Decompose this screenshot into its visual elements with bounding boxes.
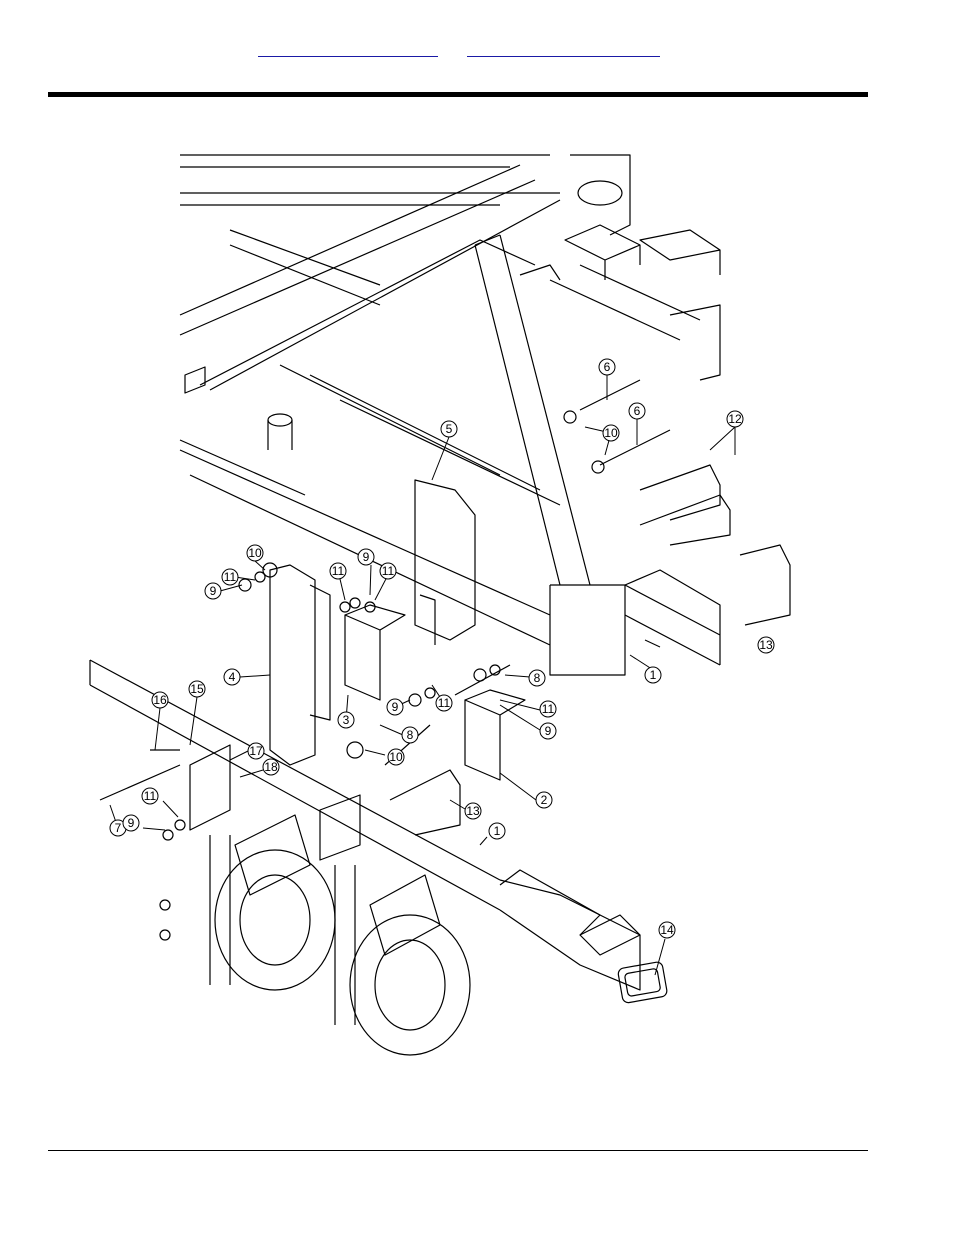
svg-text:10: 10 xyxy=(604,426,618,440)
header-link-1[interactable] xyxy=(258,44,438,57)
callout-13-upper: 13 xyxy=(758,637,774,653)
svg-text:9: 9 xyxy=(363,550,370,564)
svg-text:9: 9 xyxy=(392,700,399,714)
callout-12: 12 xyxy=(727,411,743,427)
callout-16: 16 xyxy=(152,692,168,708)
svg-text:6: 6 xyxy=(634,404,641,418)
svg-text:3: 3 xyxy=(343,713,350,727)
svg-text:2: 2 xyxy=(541,793,548,807)
callout-8-left: 8 xyxy=(402,727,418,743)
footer-rule xyxy=(48,1150,868,1151)
callout-11-center: 11 xyxy=(436,695,452,711)
callout-15: 15 xyxy=(189,681,205,697)
svg-text:8: 8 xyxy=(534,671,541,685)
svg-text:15: 15 xyxy=(190,682,204,696)
callout-13-lower: 13 xyxy=(465,803,481,819)
svg-text:11: 11 xyxy=(224,570,237,584)
callout-10-left: 10 xyxy=(247,545,263,561)
callout-9-left: 9 xyxy=(205,583,221,599)
svg-text:8: 8 xyxy=(407,728,414,742)
callout-11-lower-left: 11 xyxy=(142,788,158,804)
callout-10-lower: 10 xyxy=(388,749,404,765)
callout-17: 17 xyxy=(248,743,264,759)
callout-6-upper: 6 xyxy=(599,359,615,375)
svg-text:4: 4 xyxy=(229,670,236,684)
callout-10-upper: 10 xyxy=(603,425,619,441)
svg-text:9: 9 xyxy=(210,584,217,598)
diagram-linework xyxy=(90,155,790,1055)
svg-text:11: 11 xyxy=(332,564,345,578)
parts-diagram: 6 6 10 12 5 10 9 11 9 11 11 4 13 1 3 9 1… xyxy=(80,145,796,1077)
callout-4: 4 xyxy=(224,669,240,685)
svg-text:10: 10 xyxy=(389,750,403,764)
callout-leaders xyxy=(110,375,735,975)
callout-8-right: 8 xyxy=(529,670,545,686)
svg-text:18: 18 xyxy=(264,760,278,774)
callout-9-mid: 9 xyxy=(358,549,374,565)
callout-3: 3 xyxy=(338,712,354,728)
svg-text:6: 6 xyxy=(604,360,611,374)
callout-11-left: 11 xyxy=(222,569,238,585)
callout-11-mid-right: 11 xyxy=(380,563,396,579)
svg-text:11: 11 xyxy=(382,564,395,578)
svg-text:9: 9 xyxy=(128,816,135,830)
svg-text:1: 1 xyxy=(494,824,501,838)
svg-text:1: 1 xyxy=(650,668,657,682)
svg-text:7: 7 xyxy=(115,821,122,835)
svg-text:14: 14 xyxy=(660,923,674,937)
callout-1-lower: 1 xyxy=(489,823,505,839)
svg-text:12: 12 xyxy=(728,412,742,426)
svg-text:11: 11 xyxy=(144,789,157,803)
header-rule xyxy=(48,92,868,97)
svg-text:16: 16 xyxy=(153,693,167,707)
header-link-2[interactable] xyxy=(467,44,660,57)
svg-text:11: 11 xyxy=(542,702,555,716)
callout-6-lower: 6 xyxy=(629,403,645,419)
svg-text:10: 10 xyxy=(248,546,262,560)
callout-2: 2 xyxy=(536,792,552,808)
callout-18: 18 xyxy=(263,759,279,775)
callout-9-right: 9 xyxy=(540,723,556,739)
callout-9-lower-left: 9 xyxy=(123,815,139,831)
svg-text:17: 17 xyxy=(249,744,263,758)
callout-5: 5 xyxy=(441,421,457,437)
svg-text:5: 5 xyxy=(446,422,453,436)
svg-text:11: 11 xyxy=(438,696,451,710)
callout-9-center: 9 xyxy=(387,699,403,715)
callout-11-right: 11 xyxy=(540,701,556,717)
callout-1-upper: 1 xyxy=(645,667,661,683)
svg-text:13: 13 xyxy=(759,638,773,652)
callout-14: 14 xyxy=(659,922,675,938)
svg-text:13: 13 xyxy=(466,804,480,818)
parts-diagram-svg: 6 6 10 12 5 10 9 11 9 11 11 4 13 1 3 9 1… xyxy=(80,145,796,1077)
svg-text:9: 9 xyxy=(545,724,552,738)
callout-11-mid-left: 11 xyxy=(330,563,346,579)
